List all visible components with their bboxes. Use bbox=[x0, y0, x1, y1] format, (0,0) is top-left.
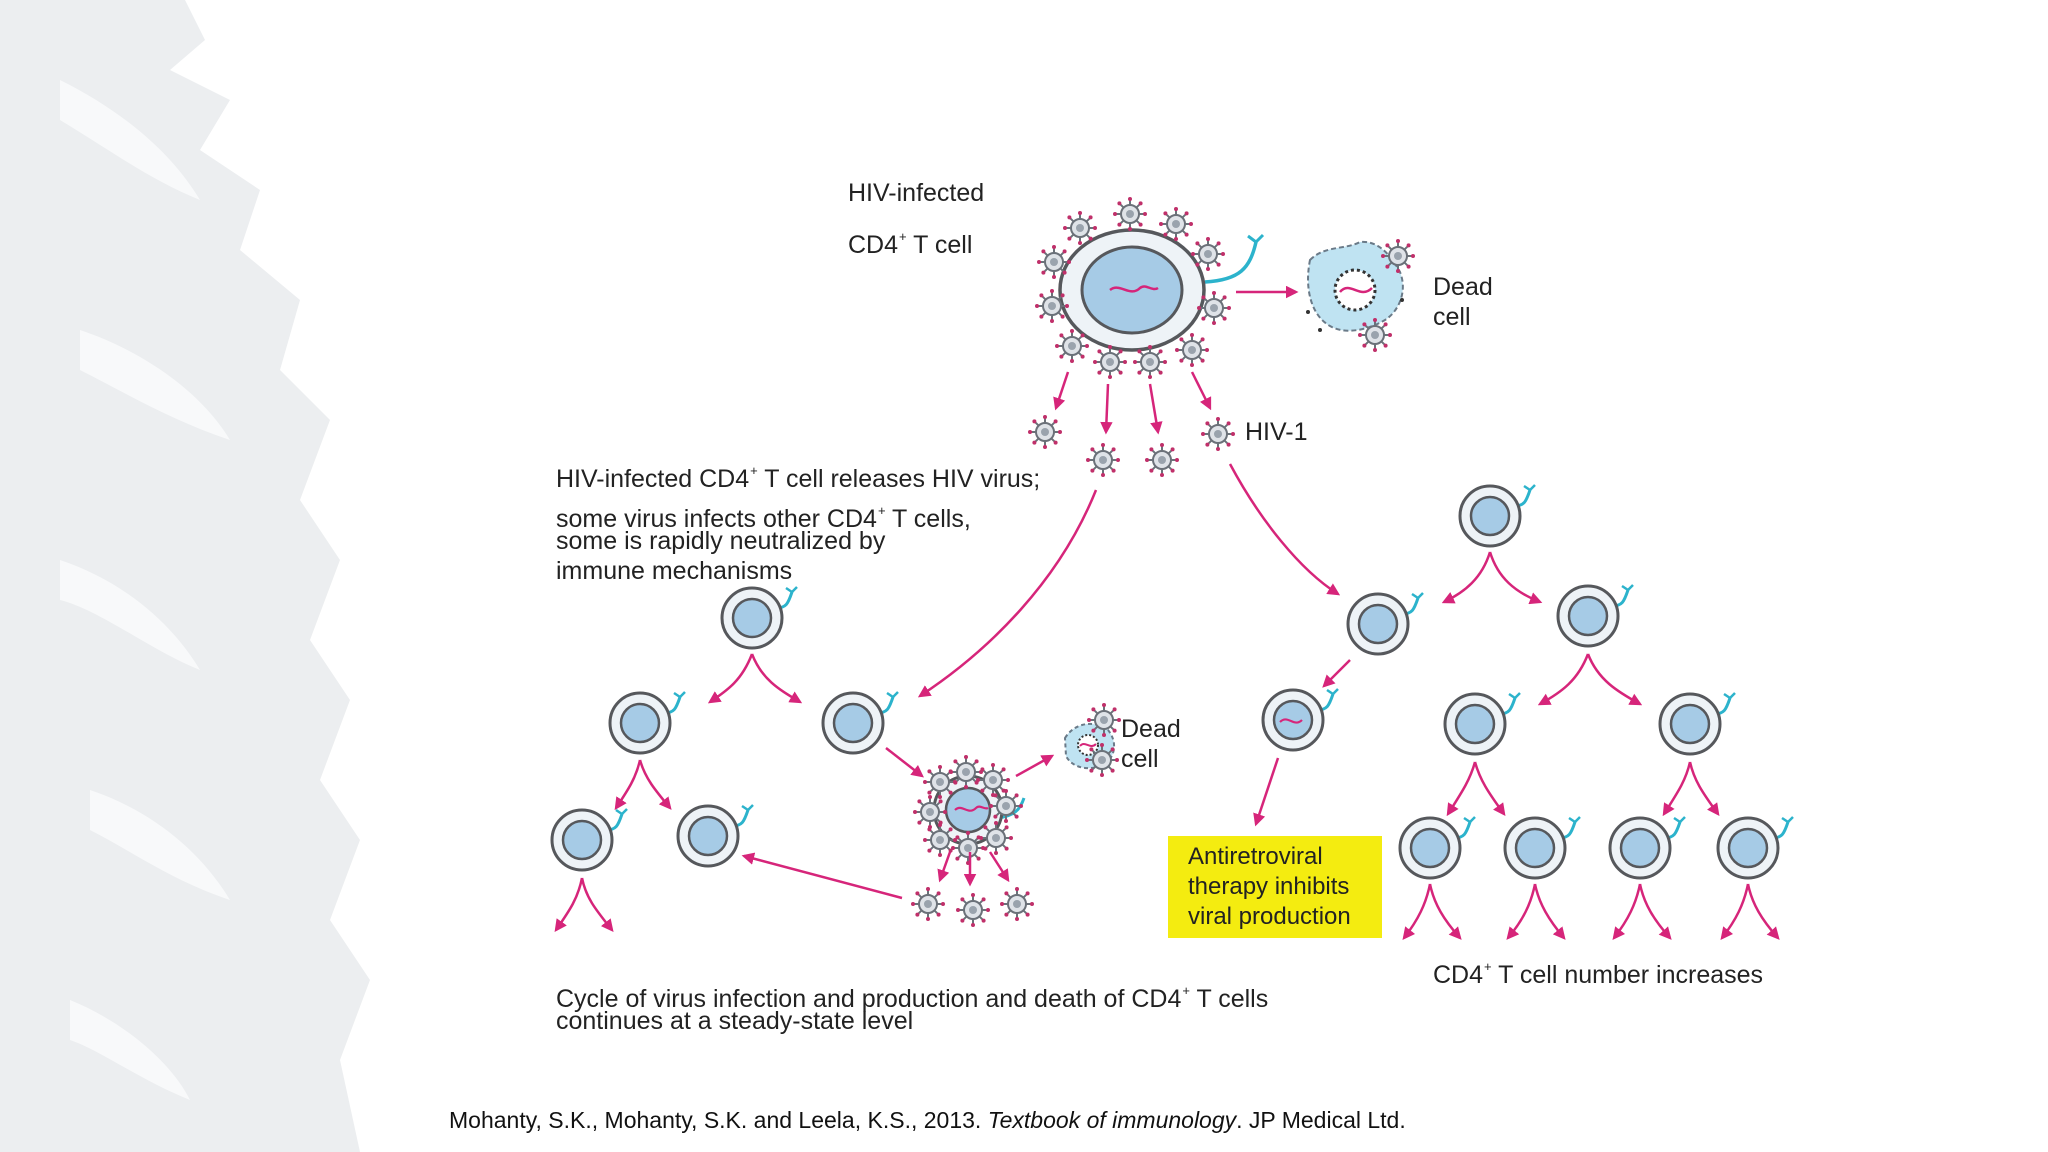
release-text-line4: immune mechanisms bbox=[556, 557, 793, 585]
infected-cell-label-cd4: CD4 bbox=[848, 231, 899, 259]
release-text-line1-a: HIV-infected CD4 bbox=[556, 465, 750, 493]
center-released-viruses bbox=[910, 886, 1035, 928]
cycle-text-line1-sup: + bbox=[1182, 983, 1190, 998]
dead-cell-label-top-line1: Dead bbox=[1433, 273, 1493, 301]
cycle-text-line2: continues at a steady-state level bbox=[556, 1007, 914, 1035]
citation-publisher: . JP Medical Ltd. bbox=[1236, 1107, 1406, 1133]
decorative-brush-highlights bbox=[60, 80, 230, 1100]
release-text-line1-b: T cell releases HIV virus; bbox=[757, 465, 1041, 493]
decorative-brush-background bbox=[0, 0, 370, 1152]
release-text-line1: HIV-infected CD4+ T cell releases HIV vi… bbox=[556, 456, 1040, 494]
release-text-line1-sup: + bbox=[750, 463, 758, 478]
citation: Mohanty, S.K., Mohanty, S.K. and Leela, … bbox=[449, 1107, 1406, 1134]
dead-cell-label-small-line2: cell bbox=[1121, 745, 1159, 773]
citation-authors: Mohanty, S.K., Mohanty, S.K. and Leela, … bbox=[449, 1107, 988, 1133]
release-text-line2: some virus infects other CD4+ T cells, bbox=[556, 496, 971, 534]
infected-cell-label-line2: CD4+ T cell bbox=[848, 222, 972, 260]
infected-cell-label-sup: + bbox=[899, 229, 907, 244]
infected-cell-label-tcell: T cell bbox=[906, 231, 973, 259]
therapy-text-line1: Antiretroviral bbox=[1188, 843, 1323, 870]
antiretroviral-therapy-box: Antiretroviral therapy inhibits viral pr… bbox=[1168, 836, 1382, 938]
arrows bbox=[554, 285, 1780, 940]
increase-rest: T cell number increases bbox=[1491, 961, 1764, 989]
hiv1-label: HIV-1 bbox=[1245, 418, 1308, 446]
increase-cd4: CD4 bbox=[1433, 961, 1484, 989]
increase-sup: + bbox=[1484, 959, 1492, 974]
release-text-line2-sup: + bbox=[877, 503, 886, 518]
main-infected-cell bbox=[1058, 228, 1265, 352]
release-text-line2-a: some virus infects other CD4 bbox=[556, 505, 877, 533]
cycle-text-line1-b: T cells bbox=[1189, 985, 1269, 1013]
right-infected-cell bbox=[1261, 687, 1340, 752]
released-viruses bbox=[1027, 414, 1236, 478]
release-text-line2-b: T cells, bbox=[885, 505, 971, 533]
dead-cell-top bbox=[1306, 238, 1416, 353]
cell-number-increases-label: CD4+ T cell number increases bbox=[1433, 952, 1763, 990]
cycle-text-line1: Cycle of virus infection and production … bbox=[556, 976, 1268, 1014]
center-infected-cell bbox=[912, 754, 1026, 866]
infected-cell-label-line1: HIV-infected bbox=[848, 179, 985, 207]
therapy-text-line2: therapy inhibits bbox=[1188, 873, 1350, 900]
dead-cell-small bbox=[1063, 702, 1122, 778]
therapy-text-line3: viral production bbox=[1188, 903, 1351, 930]
dead-cell-label-top-line2: cell bbox=[1433, 303, 1471, 331]
cycle-text-line1-a: Cycle of virus infection and production … bbox=[556, 985, 1182, 1013]
release-text-line3: some is rapidly neutralized by bbox=[556, 527, 886, 555]
left-cascade-cells bbox=[550, 585, 900, 872]
dead-cell-label-small-line1: Dead bbox=[1121, 715, 1181, 743]
citation-title: Textbook of immunology bbox=[987, 1107, 1237, 1133]
